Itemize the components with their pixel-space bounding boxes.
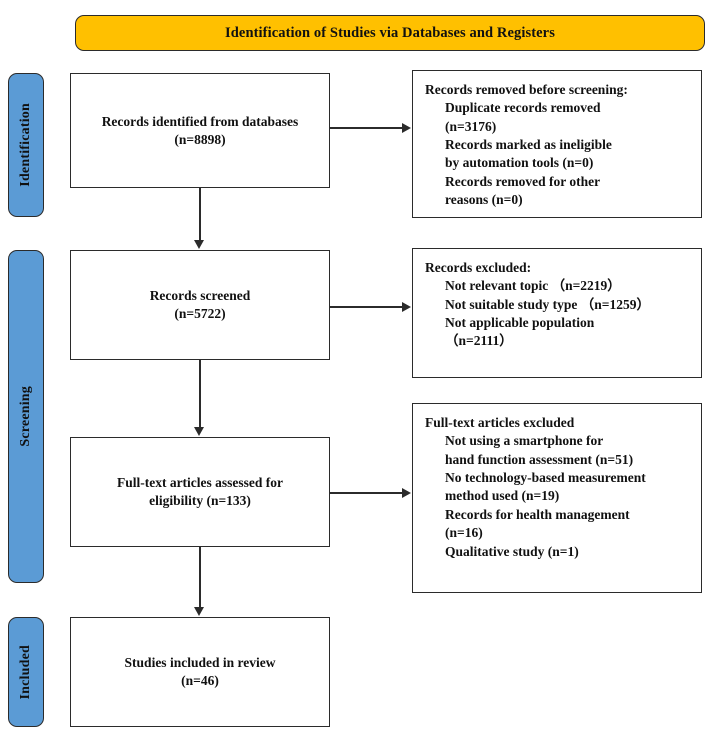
box-studies-included-line1: Studies included in review — [124, 655, 276, 671]
stage-label-screening-text: Screening — [18, 386, 33, 447]
arrowhead-right-icon — [402, 123, 411, 133]
box-fulltext-excluded: Full-text articles excluded Not using a … — [412, 403, 702, 593]
box-fulltext-excluded-line-6: (n=16) — [445, 525, 483, 541]
arrowhead-right-icon — [402, 302, 411, 312]
box-records-excluded-line-2: Not suitable study type （n=1259） — [445, 296, 650, 312]
stage-label-included-text: Included — [18, 644, 33, 700]
box-records-removed-line-1: Duplicate records removed — [445, 100, 601, 116]
box-fulltext-excluded-head: Full-text articles excluded — [425, 415, 575, 430]
box-records-excluded-line-4: （n=2111） — [445, 333, 513, 349]
box-records-identified-line2: (n=8898) — [174, 131, 226, 147]
box-records-screened-line1: Records screened — [149, 288, 251, 304]
box-records-removed-line-2: (n=3176) — [445, 118, 497, 134]
box-records-screened: Records screened (n=5722) — [70, 250, 330, 360]
box-records-identified-line1: Records identified from databases — [101, 113, 299, 129]
box-records-removed-line-4: by automation tools (n=0) — [445, 155, 594, 171]
box-fulltext-excluded-line-4: method used (n=19) — [445, 488, 560, 504]
box-records-identified-text: Records identified from databases (n=889… — [102, 113, 299, 149]
arrowhead-right-icon — [402, 488, 411, 498]
connector-screened-to-fulltext — [199, 360, 201, 430]
diagram-title-banner: Identification of Studies via Databases … — [75, 15, 705, 51]
stage-label-identification-text: Identification — [18, 103, 33, 187]
box-fulltext-excluded-line-3: No technology-based measurement — [445, 470, 646, 486]
box-records-excluded-line-3: Not applicable population — [445, 315, 595, 331]
box-records-removed-head: Records removed before screening: — [425, 82, 628, 97]
box-records-removed-line-3: Records marked as ineligible — [445, 137, 612, 153]
stage-label-identification: Identification — [8, 73, 44, 217]
connector-screened-to-excluded — [330, 306, 404, 308]
box-fulltext-assessed-line1: Full-text articles assessed for — [116, 475, 284, 491]
box-records-removed: Records removed before screening: Duplic… — [412, 70, 702, 218]
box-records-removed-line-6: reasons (n=0) — [445, 192, 523, 208]
connector-identified-to-screened — [199, 188, 201, 243]
box-studies-included-text: Studies included in review (n=46) — [125, 654, 276, 690]
box-fulltext-excluded-line-7: Qualitative study (n=1) — [445, 543, 579, 559]
stage-label-included: Included — [8, 617, 44, 727]
box-records-excluded-head: Records excluded: — [425, 260, 532, 275]
box-records-excluded: Records excluded: Not relevant topic （n=… — [412, 248, 702, 378]
connector-fulltext-to-included — [199, 547, 201, 610]
arrowhead-down-icon — [194, 607, 204, 616]
box-fulltext-excluded-line-1: Not using a smartphone for — [445, 433, 604, 449]
box-studies-included-line2: (n=46) — [181, 673, 219, 688]
box-fulltext-excluded-line-5: Records for health management — [445, 506, 630, 522]
box-studies-included: Studies included in review (n=46) — [70, 617, 330, 727]
box-fulltext-assessed-line2: eligibility (n=133) — [149, 493, 251, 508]
diagram-title-text: Identification of Studies via Databases … — [225, 24, 555, 41]
box-records-identified: Records identified from databases (n=889… — [70, 73, 330, 188]
box-records-excluded-line-1: Not relevant topic （n=2219） — [445, 278, 621, 294]
box-fulltext-assessed: Full-text articles assessed for eligibil… — [70, 437, 330, 547]
arrowhead-down-icon — [194, 427, 204, 436]
box-fulltext-assessed-text: Full-text articles assessed for eligibil… — [117, 474, 283, 510]
box-records-removed-line-5: Records removed for other — [445, 173, 601, 189]
connector-fulltext-to-excluded — [330, 492, 404, 494]
connector-identified-to-removed — [330, 127, 404, 129]
box-records-screened-text: Records screened (n=5722) — [150, 287, 251, 323]
arrowhead-down-icon — [194, 240, 204, 249]
stage-label-screening: Screening — [8, 250, 44, 583]
box-fulltext-excluded-line-2: hand function assessment (n=51) — [445, 451, 634, 467]
box-records-screened-line2: (n=5722) — [174, 306, 226, 321]
